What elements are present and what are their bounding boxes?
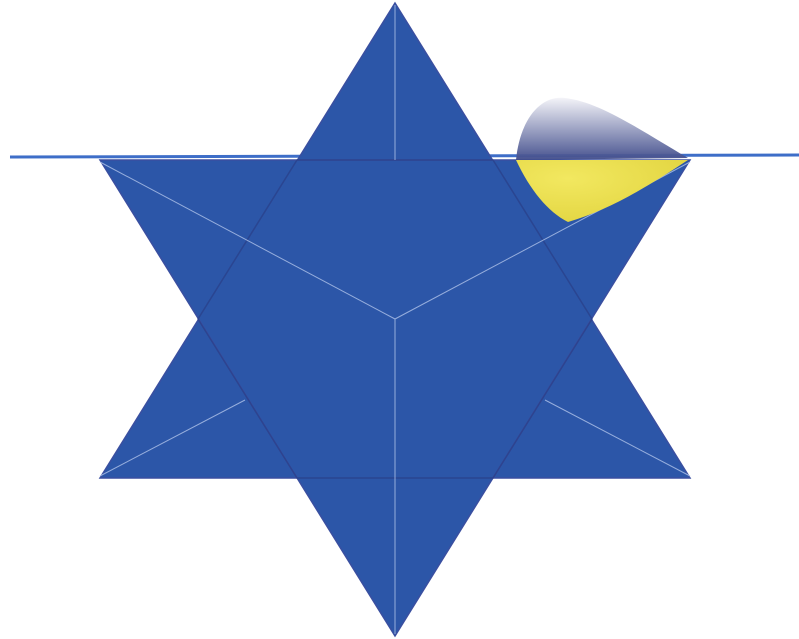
fold-lines xyxy=(100,5,690,634)
curl-back xyxy=(516,98,688,160)
